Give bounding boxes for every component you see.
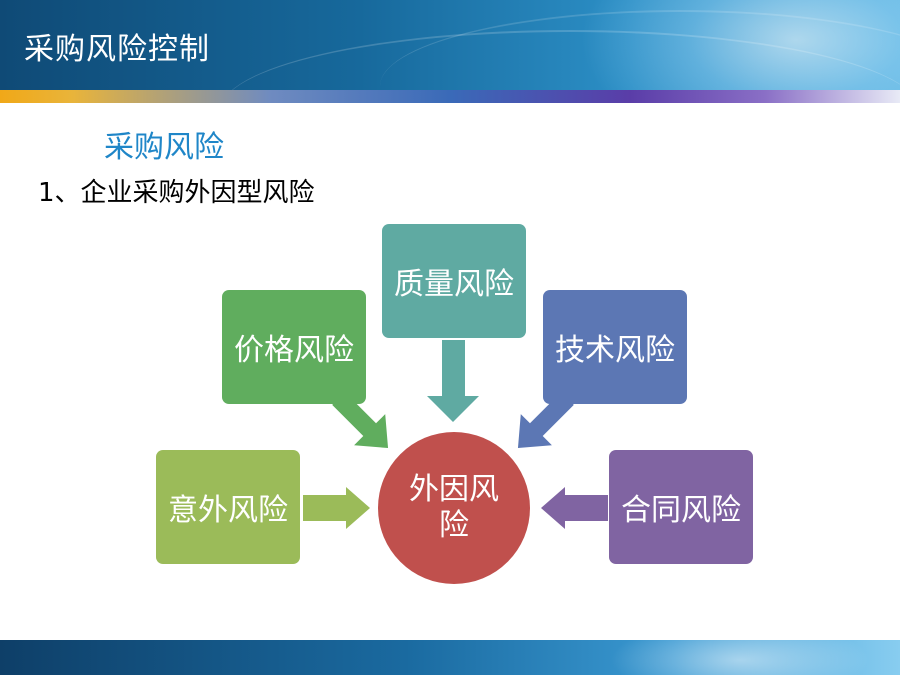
node-quality-risk: 质量风险 bbox=[382, 224, 526, 338]
node-technology-risk: 技术风险 bbox=[543, 290, 687, 404]
node-price-risk: 价格风险 bbox=[222, 290, 366, 404]
banner-wave bbox=[380, 10, 900, 90]
header-banner: 采购风险控制 bbox=[0, 0, 900, 90]
arrow-quality bbox=[427, 340, 479, 422]
node-accident-risk: 意外风险 bbox=[156, 450, 300, 564]
center-label: 外因风险 bbox=[409, 472, 499, 543]
slide-title: 采购风险控制 bbox=[24, 32, 210, 67]
accent-stripe bbox=[0, 90, 900, 103]
section-subtitle: 采购风险 bbox=[104, 130, 224, 165]
node-contract-risk: 合同风险 bbox=[609, 450, 753, 564]
arrow-technology bbox=[517, 392, 574, 449]
center-node: 外因风险 bbox=[378, 432, 530, 584]
footer-glow bbox=[610, 640, 870, 675]
footer-banner bbox=[0, 640, 900, 675]
lead-text: 1、企业采购外因型风险 bbox=[38, 178, 315, 208]
arrow-accident bbox=[303, 487, 370, 529]
arrow-contract bbox=[541, 487, 608, 529]
arrow-price bbox=[332, 392, 389, 449]
